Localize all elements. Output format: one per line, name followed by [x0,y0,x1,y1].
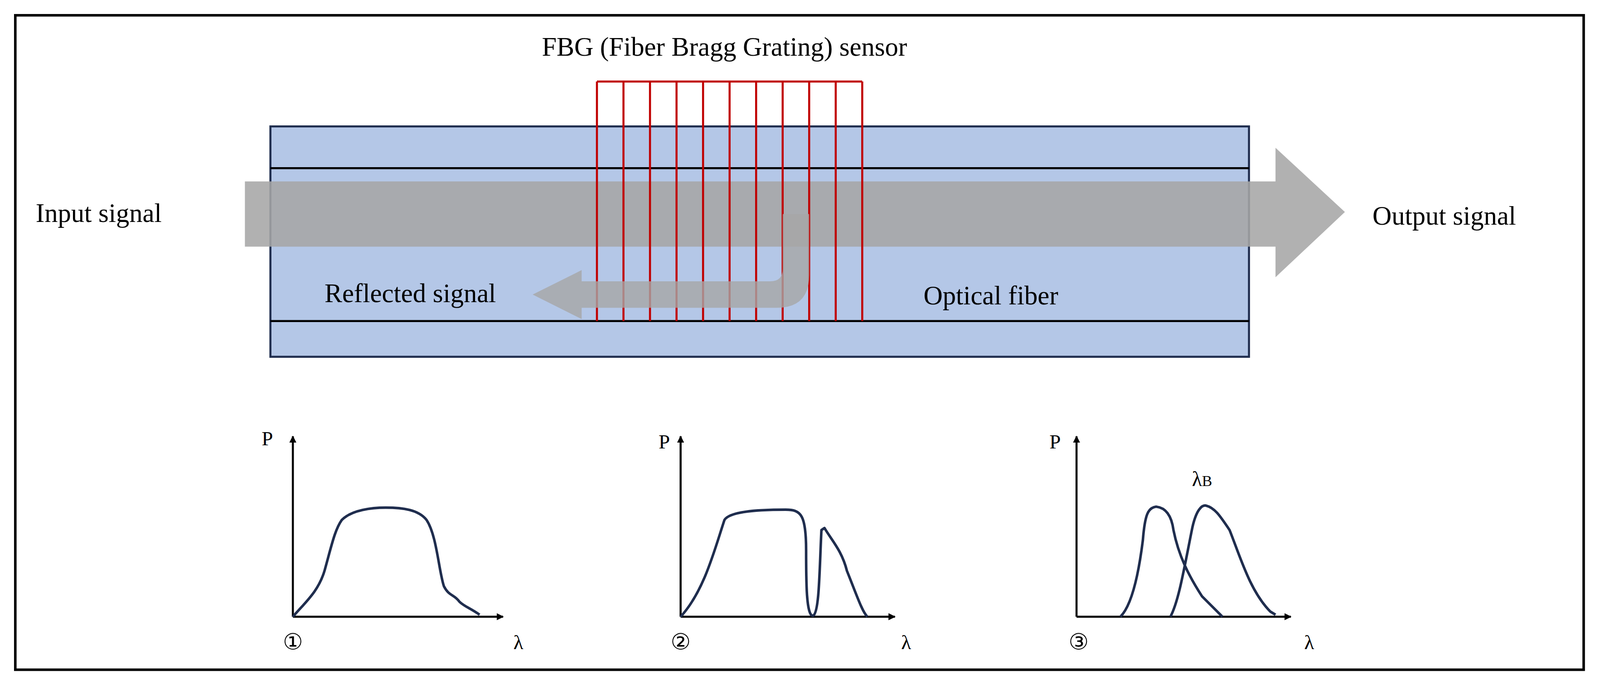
spectra [292,505,1276,618]
part-label: Optical fiber [923,282,1058,310]
axis [1076,615,1291,619]
grating-line [834,81,838,322]
axis-label: P [261,428,273,450]
bragg-wavelength: λB [1192,469,1213,490]
core-boundary [270,320,1250,323]
axis-label: P [1049,431,1061,452]
signal-label: Output signal [1372,203,1517,230]
input-spectrum [292,508,480,618]
callout-number: ① [282,631,303,655]
signal-label: Input signal [35,199,162,227]
axis [680,615,896,619]
callout-number: ② [670,631,691,655]
grating-line [861,81,864,322]
callout-number: ③ [1068,631,1089,655]
axis [292,615,504,619]
reflected-peak [1120,506,1223,617]
transmitted-spectrum [680,509,868,617]
axis [1075,436,1078,617]
reflected-arrow [532,214,810,320]
axis-label: λ [1304,632,1314,654]
axis-label: λ [901,632,912,654]
axis [291,436,295,617]
axis [679,436,682,617]
sensor-title: FBG (Fiber Bragg Grating) sensor [541,33,907,61]
grating-line [808,81,811,322]
axis-label: λ [513,632,524,654]
axis-label: P [658,431,670,452]
axes [292,436,1291,617]
frame [15,15,1584,671]
shifted-peak [1170,505,1276,618]
core-boundary [270,167,1250,170]
signal-label: Reflected signal [324,280,496,308]
